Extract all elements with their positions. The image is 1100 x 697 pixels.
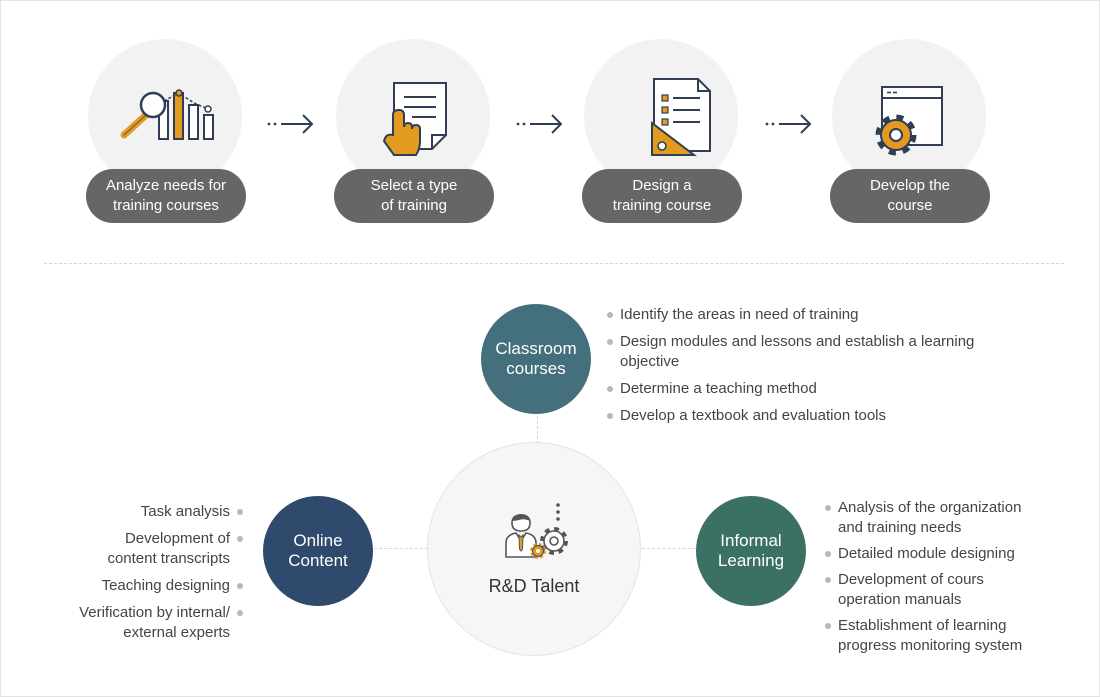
step-analyze-needs: Analyze needs for training courses <box>86 39 246 223</box>
document-select-icon <box>382 82 447 156</box>
list-item: Teaching designing <box>40 576 243 596</box>
step-label: Analyze needs for training courses <box>86 169 246 223</box>
step-develop-course: Develop the course <box>830 39 990 223</box>
list-item: Design modules and lessons and establish… <box>607 332 1007 372</box>
develop-gear-icon <box>875 86 943 156</box>
informal-items-list: Analysis of the organization and trainin… <box>825 498 1085 656</box>
step-design-course: Design a training course <box>582 39 742 223</box>
connector-line <box>642 548 696 549</box>
classroom-courses-node: Classroom courses <box>481 304 591 414</box>
list-item: Establishment of learning progress monit… <box>825 616 1085 656</box>
connector-line <box>374 548 428 549</box>
section-divider <box>44 263 1064 264</box>
step-select-type: Select a type of training <box>334 39 494 223</box>
online-content-node: Online Content <box>263 496 373 606</box>
hub-title: R&D Talent <box>488 576 580 596</box>
arrow-right-icon <box>765 114 812 134</box>
analysis-chart-icon <box>120 89 214 140</box>
classroom-items-list: Identify the areas in need of training D… <box>607 305 1007 426</box>
informal-learning-node: Informal Learning <box>696 496 806 606</box>
list-item: Development of cours operation manuals <box>825 570 1085 610</box>
step-label: Select a type of training <box>334 169 494 223</box>
arrow-right-icon <box>516 114 563 134</box>
arrow-right-icon <box>267 114 314 134</box>
list-item: Analysis of the organization and trainin… <box>825 498 1085 538</box>
person-gears-icon <box>505 503 568 559</box>
list-item: Determine a teaching method <box>607 379 1007 399</box>
list-item: Detailed module designing <box>825 544 1085 564</box>
design-checklist-icon <box>651 78 711 156</box>
list-item: Task analysis <box>40 502 243 522</box>
step-label: Design a training course <box>582 169 742 223</box>
list-item: Develop a textbook and evaluation tools <box>607 406 1007 426</box>
step-label: Develop the course <box>830 169 990 223</box>
list-item: Verification by internal/ external exper… <box>40 603 243 643</box>
list-item: Identify the areas in need of training <box>607 305 1007 325</box>
list-item: Development of content transcripts <box>40 529 243 569</box>
online-items-list: Task analysis Development of content tra… <box>40 502 243 643</box>
rd-talent-hub: R&D Talent <box>427 442 641 656</box>
connector-line <box>537 416 538 444</box>
